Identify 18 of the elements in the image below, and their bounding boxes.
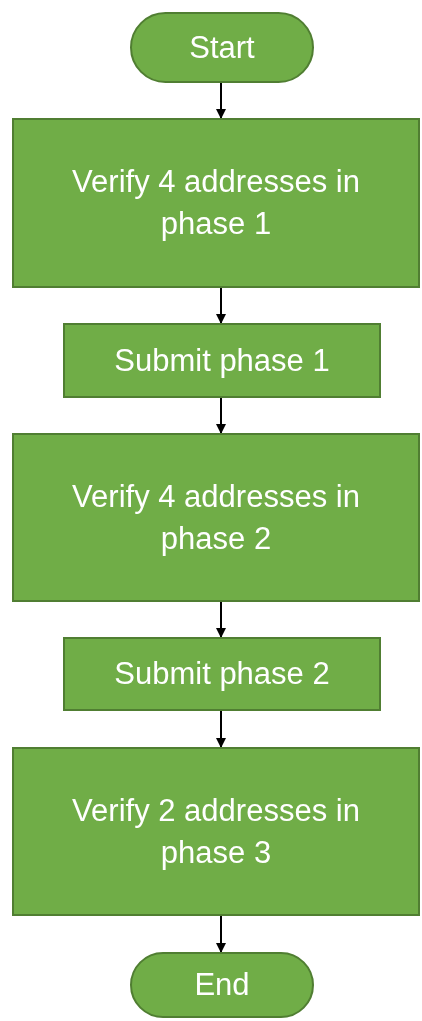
process-box [12,433,420,602]
node-label: Verify 2 addresses in phase 3 [71,791,361,872]
node-label: Start [189,28,255,67]
arrow [216,82,226,119]
arrow [216,915,226,953]
process-box [12,118,420,288]
node-label: Verify 4 addresses in phase 1 [71,163,361,243]
process-box [63,323,381,398]
node-label: Submit phase 1 [114,341,330,380]
arrow [216,287,226,324]
arrow [216,397,226,434]
process-box [12,747,420,916]
node-label: Verify 4 addresses in phase 2 [71,477,361,558]
node-label: End [194,966,250,1005]
process-box [63,637,381,711]
arrow [216,710,226,748]
node-label: Submit phase 2 [114,655,330,694]
arrow [216,601,226,638]
